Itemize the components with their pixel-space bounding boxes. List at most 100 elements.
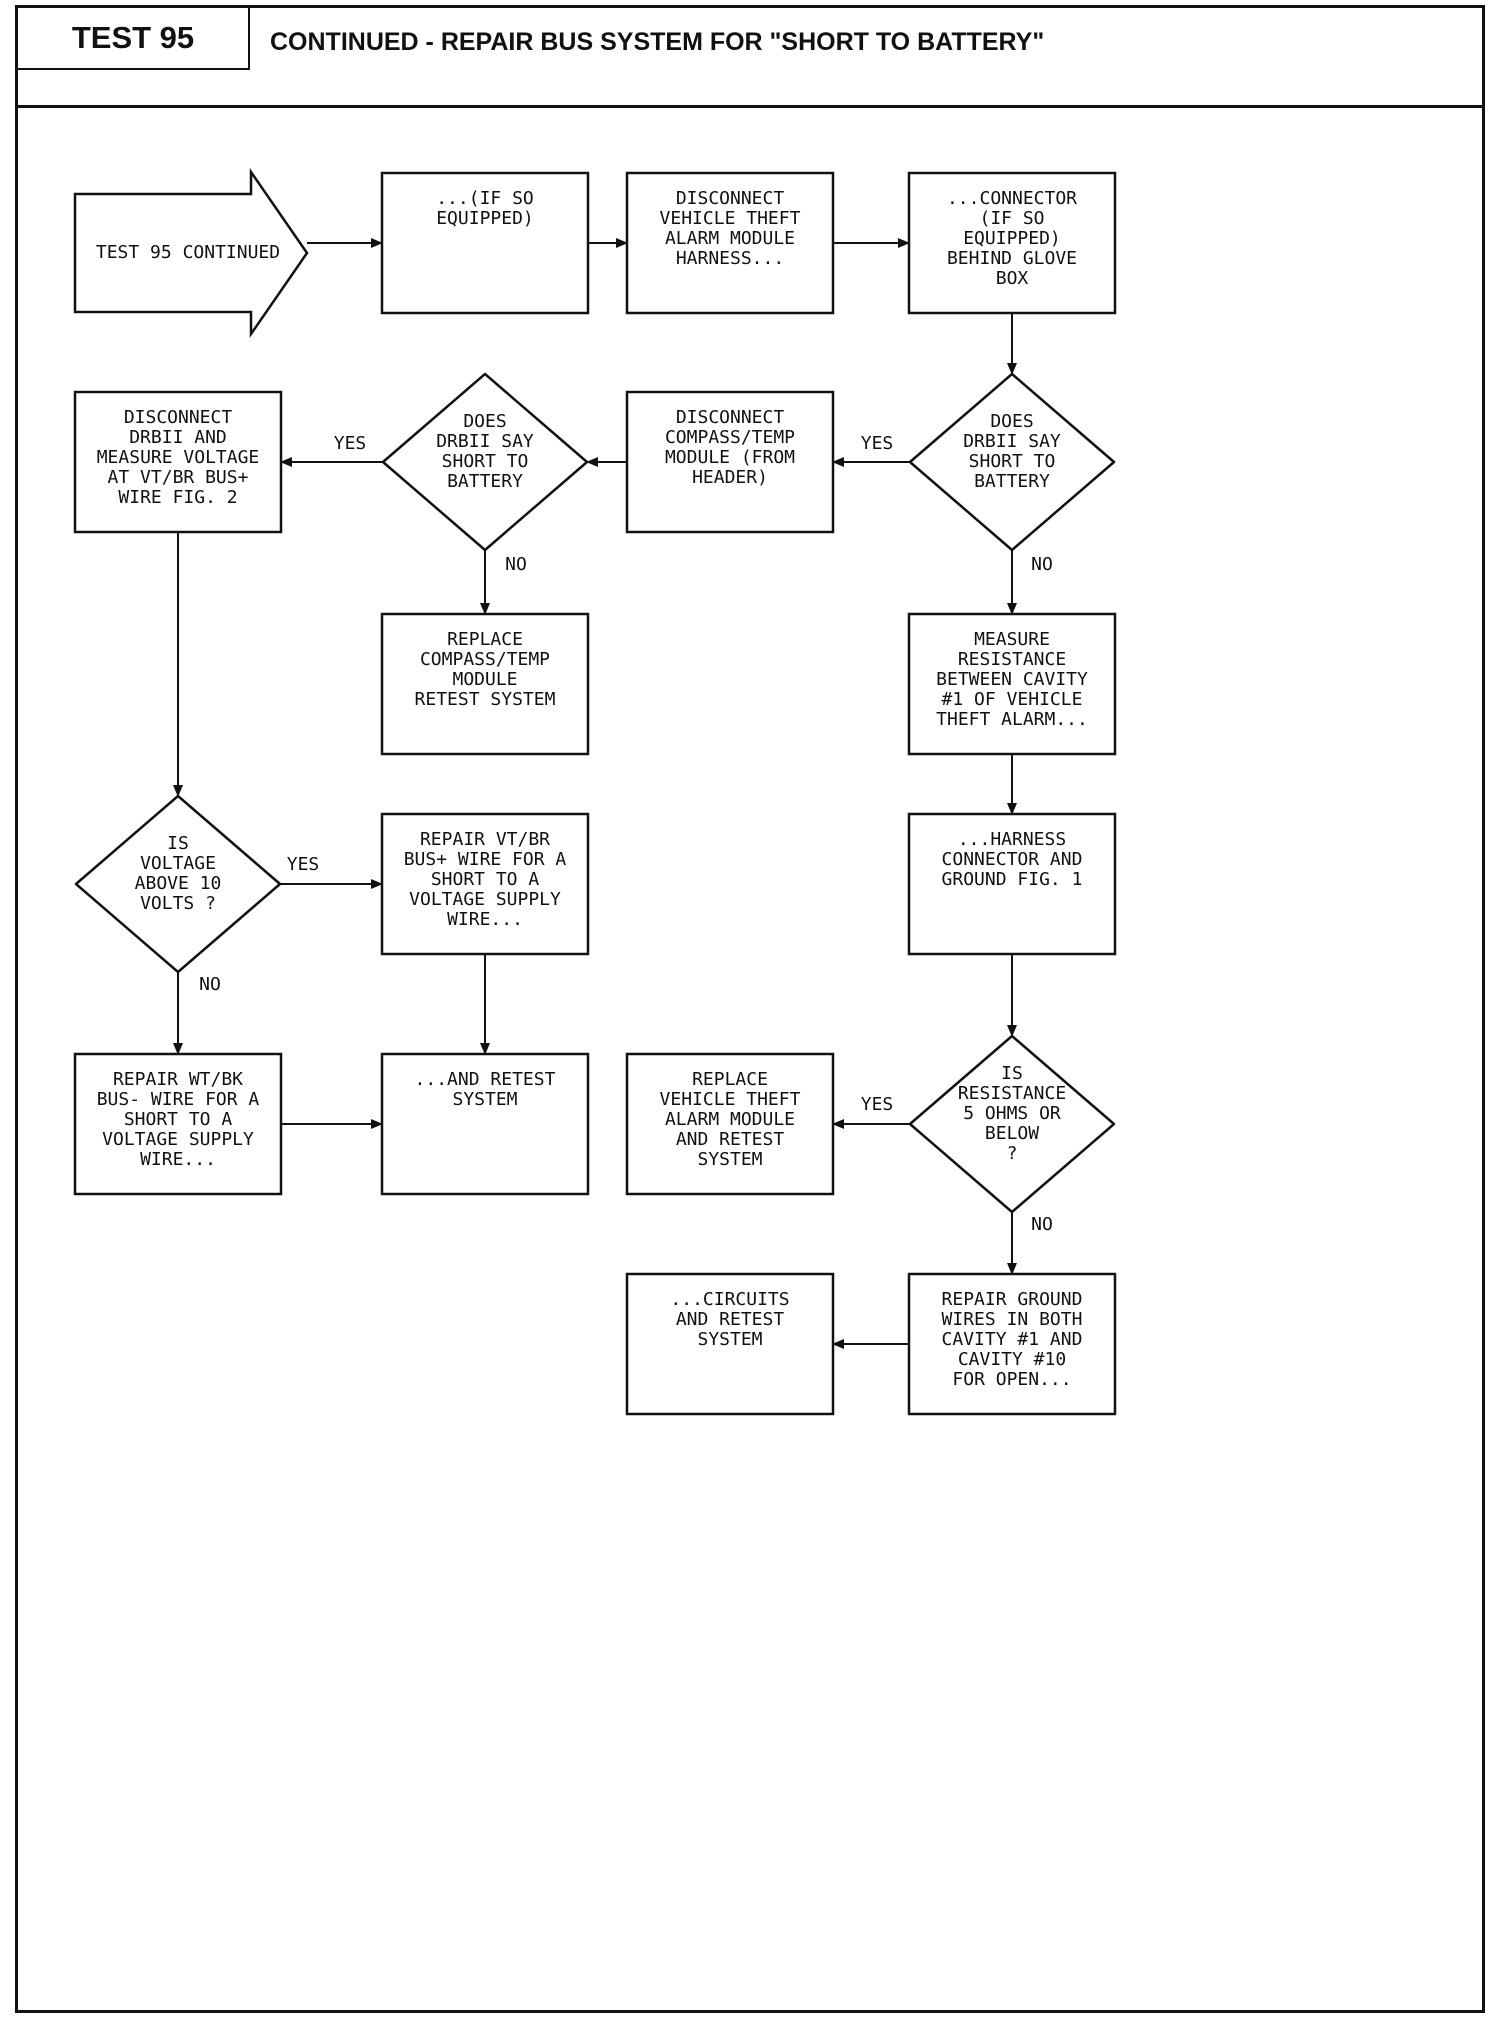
process-box <box>907 171 1117 315</box>
decision-diamond <box>908 1034 1116 1214</box>
node-text-line: BATTERY <box>447 471 523 492</box>
node-text-line: ALARM MODULE <box>665 1109 795 1130</box>
node-text-line: VEHICLE THEFT <box>660 1089 801 1110</box>
node-text-line: DRBII AND <box>129 427 227 448</box>
node-text-line: EQUIPPED) <box>436 208 534 229</box>
process-box <box>380 1052 590 1196</box>
node-text-line: WIRE... <box>447 909 523 930</box>
edge-label-yes: YES <box>287 854 320 875</box>
node-text-line: CONNECTOR AND <box>942 849 1083 870</box>
node-text-line: DISCONNECT <box>676 188 785 209</box>
node-text-line: WIRE... <box>140 1149 216 1170</box>
process-box <box>73 1052 283 1196</box>
node-text-line: VOLTAGE <box>140 853 216 874</box>
node-text-line: CAVITY #10 <box>958 1349 1066 1370</box>
node-text-line: DRBII SAY <box>963 431 1061 452</box>
node-text-line: WIRE FIG. 2 <box>118 487 237 508</box>
node-text-line: ABOVE 10 <box>135 873 222 894</box>
node-text-line: MODULE <box>452 669 517 690</box>
process-box <box>380 612 590 756</box>
edge-label-no: NO <box>505 554 527 575</box>
edge-label-yes: YES <box>334 433 367 454</box>
node-text-line: CAVITY #1 AND <box>942 1329 1083 1350</box>
node-text-line: SYSTEM <box>452 1089 517 1110</box>
node-text-line: BATTERY <box>974 471 1050 492</box>
node-text-line: VOLTAGE SUPPLY <box>102 1129 254 1150</box>
node-text-line: SHORT TO A <box>124 1109 233 1130</box>
node-text-line: VOLTS ? <box>140 893 216 914</box>
node-text-line: ...AND RETEST <box>415 1069 556 1090</box>
node-text-line: REPLACE <box>447 629 523 650</box>
node-start: TEST 95 CONTINUED <box>73 167 309 339</box>
decision-diamond <box>74 794 282 974</box>
node-text-line: ALARM MODULE <box>665 228 795 249</box>
node-text-line: BOX <box>996 268 1029 289</box>
node-text-line: THEFT ALARM... <box>936 709 1088 730</box>
node-text-line: BUS+ WIRE FOR A <box>404 849 567 870</box>
process-box <box>380 171 590 315</box>
node-text-line: REPAIR GROUND <box>942 1289 1083 1310</box>
process-box <box>625 1272 835 1416</box>
node-text-line: AT VT/BR BUS+ <box>108 467 249 488</box>
process-box <box>380 812 590 956</box>
node-text-line: REPAIR VT/BR <box>420 829 550 850</box>
edge-label-no: NO <box>1031 554 1053 575</box>
node-text-line: MEASURE <box>974 629 1050 650</box>
node-text-line: REPLACE <box>692 1069 768 1090</box>
process-box <box>73 390 283 534</box>
node-text-line: (IF SO <box>979 208 1044 229</box>
process-box <box>907 1272 1117 1416</box>
node-text-line: EQUIPPED) <box>963 228 1061 249</box>
node-text-line: SHORT TO A <box>431 869 540 890</box>
node-text-line: ...CONNECTOR <box>947 188 1077 209</box>
edge-label-no: NO <box>199 974 221 995</box>
node-text-line: SHORT TO <box>442 451 529 472</box>
node-text-line: AND RETEST <box>676 1129 785 1150</box>
node-text-line: GROUND FIG. 1 <box>942 869 1083 890</box>
edge-label-yes: YES <box>861 1094 894 1115</box>
node-text-line: RETEST SYSTEM <box>415 689 556 710</box>
node-text-line: VEHICLE THEFT <box>660 208 801 229</box>
node-text-line: DISCONNECT <box>124 407 233 428</box>
node-text-line: IS <box>167 833 189 854</box>
node-text-line: IS <box>1001 1063 1023 1084</box>
process-box <box>907 612 1117 756</box>
node-text-line: MEASURE VOLTAGE <box>97 447 260 468</box>
node-text-line: MODULE (FROM <box>665 447 795 468</box>
node-text-line: WIRES IN BOTH <box>942 1309 1083 1330</box>
node-text-line: SYSTEM <box>697 1149 762 1170</box>
node-text-line: HARNESS... <box>676 248 784 269</box>
node-text-line: RESISTANCE <box>958 1083 1066 1104</box>
node-text-line: BUS- WIRE FOR A <box>97 1089 260 1110</box>
node-text-line: COMPASS/TEMP <box>665 427 795 448</box>
node-text-line: DRBII SAY <box>436 431 534 452</box>
node-text-line: VOLTAGE SUPPLY <box>409 889 561 910</box>
process-box <box>625 171 835 315</box>
node-text-line: RESISTANCE <box>958 649 1066 670</box>
edge-label-yes: YES <box>861 433 894 454</box>
node-text-line: TEST 95 CONTINUED <box>96 242 280 263</box>
node-text-line: BEHIND GLOVE <box>947 248 1077 269</box>
node-text-line: #1 OF VEHICLE <box>942 689 1083 710</box>
node-text-line: ? <box>1007 1143 1018 1164</box>
process-box <box>625 1052 835 1196</box>
process-box <box>907 812 1117 956</box>
node-text-line: FOR OPEN... <box>952 1369 1071 1390</box>
page-frame: TEST 95 CONTINUED - REPAIR BUS SYSTEM FO… <box>15 5 1485 2013</box>
node-text-line: COMPASS/TEMP <box>420 649 550 670</box>
